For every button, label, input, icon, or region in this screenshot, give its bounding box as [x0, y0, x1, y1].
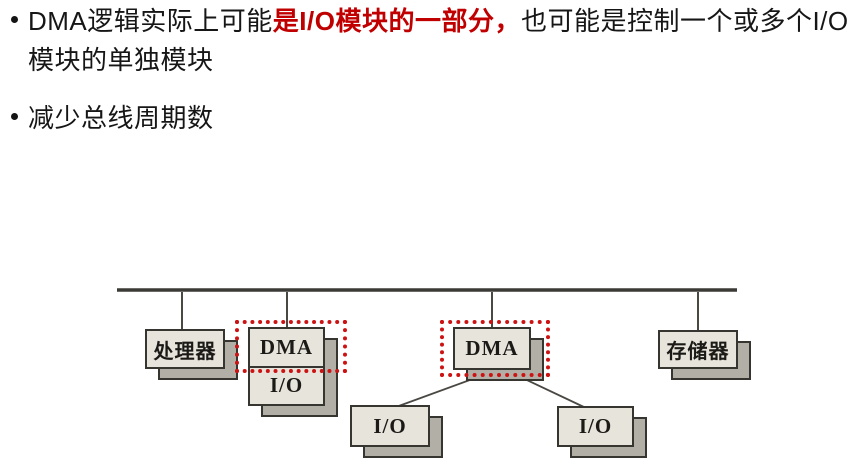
bullet-2-text: 减少总线周期数: [28, 99, 862, 138]
bullet-1-highlight: 是I/O模块的一部分，: [272, 6, 521, 36]
bullet-1-post: 也可能是控制一个或多个I/O模块的单独模块: [28, 6, 849, 75]
io-under-dma-label: I/O: [269, 373, 304, 398]
bullet-marker-2: [11, 113, 18, 120]
dma-left-cell: DMA: [250, 329, 323, 366]
bullet-1-text: DMA逻辑实际上可能是I/O模块的一部分，也可能是控制一个或多个I/O模块的单独…: [28, 2, 862, 80]
bullet-1-pre: DMA逻辑实际上可能: [28, 6, 273, 36]
memory-label: 存储器: [666, 341, 730, 363]
io-under-dma-cell: I/O: [250, 365, 323, 405]
processor-box: 处理器: [145, 329, 238, 380]
bullet-marker-1: [11, 16, 18, 23]
processor-label: 处理器: [153, 340, 217, 363]
io-bottom-right-box: I/O: [557, 406, 647, 458]
dma-right-label: DMA: [465, 336, 519, 360]
io-bottom-left-box: I/O: [350, 405, 443, 458]
memory-box: 存储器: [658, 330, 751, 380]
dma-left-label: DMA: [259, 334, 314, 359]
dma-right-box: DMA: [453, 327, 544, 381]
bullet-2-label: 减少总线周期数: [28, 103, 214, 133]
io-bottom-right-label: I/O: [578, 414, 613, 438]
io-bottom-left-label: I/O: [373, 413, 407, 438]
dma-io-stack-box: DMA I/O: [248, 327, 338, 417]
